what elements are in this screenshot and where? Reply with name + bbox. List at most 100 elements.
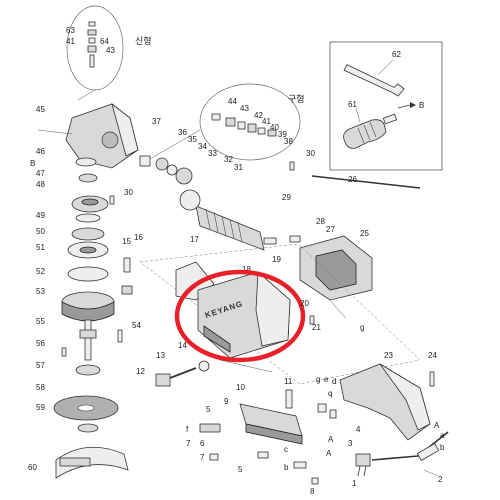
label-12: 12 bbox=[136, 367, 145, 376]
label-63: 63 bbox=[66, 26, 75, 35]
label-41-mid: 41 bbox=[262, 117, 271, 126]
label-64: 64 bbox=[100, 37, 109, 46]
switch-assembly: 10 11 9 g e d q 5 f 7 6 7 5 3 4 A A c b … bbox=[186, 375, 361, 496]
label-60: 60 bbox=[28, 463, 37, 472]
label-5-upper: 5 bbox=[206, 405, 211, 414]
label-A-cord: A bbox=[434, 421, 440, 430]
label-38: 38 bbox=[284, 137, 293, 146]
label-43-top: 43 bbox=[106, 46, 115, 55]
label-29: 29 bbox=[282, 193, 291, 202]
label-35: 35 bbox=[188, 135, 197, 144]
variant-new-label: 신형 bbox=[135, 36, 152, 47]
brush-holder-left: 15 16 bbox=[121, 233, 143, 295]
label-b-cord: b bbox=[440, 443, 445, 452]
label-B-spindle: B bbox=[30, 159, 35, 168]
label-28: 28 bbox=[316, 217, 325, 226]
label-A-lower: A bbox=[326, 449, 332, 458]
label-a: a bbox=[440, 431, 445, 440]
label-30-right: 30 bbox=[306, 149, 315, 158]
label-48: 48 bbox=[36, 180, 45, 189]
label-3: 3 bbox=[348, 439, 353, 448]
label-1: 1 bbox=[352, 479, 357, 488]
label-13: 13 bbox=[156, 351, 165, 360]
label-49: 49 bbox=[36, 211, 45, 220]
power-cord: 1 2 A a b bbox=[352, 421, 449, 488]
variant-old-label: 구형 bbox=[288, 94, 305, 105]
label-61: 61 bbox=[348, 100, 357, 109]
label-25: 25 bbox=[360, 229, 369, 238]
label-34: 34 bbox=[198, 142, 207, 151]
label-62: 62 bbox=[392, 50, 401, 59]
label-7-lower: 7 bbox=[200, 453, 205, 462]
label-31: 31 bbox=[234, 163, 243, 172]
label-8: 8 bbox=[310, 487, 315, 496]
label-41-top: 41 bbox=[66, 37, 75, 46]
label-15: 15 bbox=[122, 237, 131, 246]
arrow-right-icon bbox=[410, 102, 416, 108]
label-43-mid: 43 bbox=[240, 104, 249, 113]
label-32: 32 bbox=[224, 155, 233, 164]
label-44: 44 bbox=[228, 97, 237, 106]
label-46: 46 bbox=[36, 147, 45, 156]
inset-new-type: 63 41 64 43 신형 bbox=[66, 5, 152, 101]
label-A-switch: A bbox=[328, 435, 334, 444]
label-30-left: 30 bbox=[124, 188, 133, 197]
label-37: 37 bbox=[152, 117, 161, 126]
long-bolt: 26 bbox=[311, 175, 421, 189]
label-q: q bbox=[328, 389, 332, 398]
label-20: 20 bbox=[300, 299, 309, 308]
label-57: 57 bbox=[36, 361, 45, 370]
highlight-circle bbox=[174, 269, 306, 363]
label-5-lower: 5 bbox=[238, 465, 243, 474]
label-55: 55 bbox=[36, 317, 45, 326]
label-4: 4 bbox=[356, 425, 361, 434]
label-f: f bbox=[186, 425, 189, 434]
accessory-box: 62 61 B bbox=[329, 41, 443, 171]
label-45: 45 bbox=[36, 105, 45, 114]
label-27: 27 bbox=[326, 225, 335, 234]
label-50: 50 bbox=[36, 227, 45, 236]
label-51: 51 bbox=[36, 243, 45, 252]
label-17: 17 bbox=[190, 235, 199, 244]
label-52: 52 bbox=[36, 267, 45, 276]
label-9: 9 bbox=[224, 397, 229, 406]
label-24: 24 bbox=[428, 351, 437, 360]
label-11: 11 bbox=[284, 377, 293, 386]
inset-old-type: 44 43 42 41 40 39 38 구형 bbox=[147, 83, 305, 161]
armature: 29 28 27 bbox=[179, 189, 335, 251]
label-40: 40 bbox=[270, 123, 279, 132]
label-g-switch: g bbox=[316, 375, 320, 384]
label-6: 6 bbox=[200, 439, 205, 448]
label-36: 36 bbox=[178, 128, 187, 137]
label-g-stator: g bbox=[360, 323, 364, 332]
label-b-lower: b bbox=[284, 463, 289, 472]
label-18: 18 bbox=[242, 265, 251, 274]
stator-field: 25 g bbox=[299, 229, 373, 332]
label-56: 56 bbox=[36, 339, 45, 348]
label-e: e bbox=[324, 375, 329, 384]
label-39: 39 bbox=[278, 130, 287, 139]
motor-housing: 17 18 19 KEYANG 20 21 14 bbox=[174, 235, 321, 363]
gear-housing: 45 37 bbox=[36, 102, 161, 169]
label-2: 2 bbox=[438, 475, 443, 484]
spindle-stack: 46 B 47 48 30 49 50 51 52 53 55 54 56 57… bbox=[28, 147, 141, 479]
label-16: 16 bbox=[134, 233, 143, 242]
label-42: 42 bbox=[254, 111, 263, 120]
label-47: 47 bbox=[36, 169, 45, 178]
label-10: 10 bbox=[236, 383, 245, 392]
label-21: 21 bbox=[312, 323, 321, 332]
switch-rod: 13 12 bbox=[136, 351, 273, 387]
label-19: 19 bbox=[272, 255, 281, 264]
label-53: 53 bbox=[36, 287, 45, 296]
label-23: 23 bbox=[384, 351, 393, 360]
label-d: d bbox=[332, 377, 336, 386]
label-58: 58 bbox=[36, 383, 45, 392]
label-B-accessory: B bbox=[419, 101, 424, 110]
gear-train: 36 35 34 33 32 31 30 bbox=[139, 128, 315, 185]
label-54: 54 bbox=[132, 321, 141, 330]
label-59: 59 bbox=[36, 403, 45, 412]
label-26: 26 bbox=[348, 175, 357, 184]
label-7-upper: 7 bbox=[186, 439, 191, 448]
label-14: 14 bbox=[178, 341, 187, 350]
